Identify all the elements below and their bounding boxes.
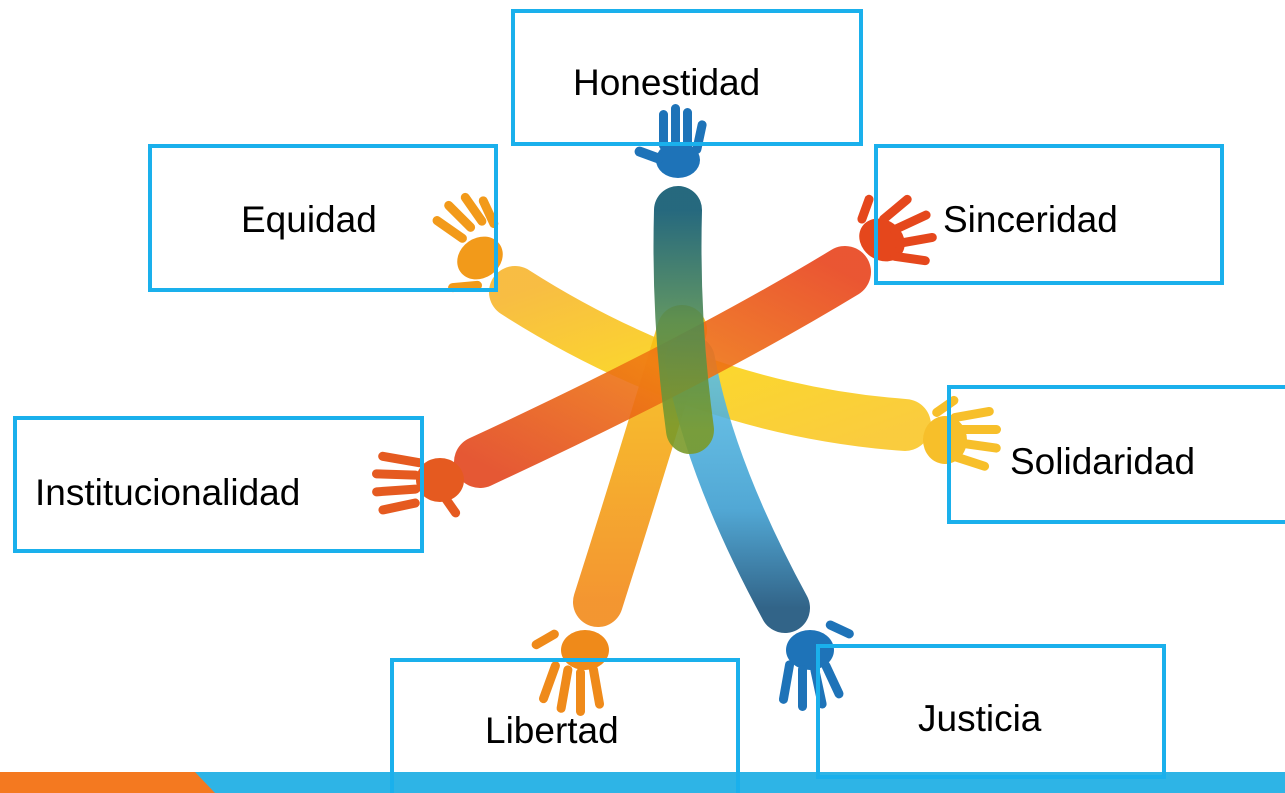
arm-teal <box>653 186 714 454</box>
hand-blue-justicia <box>778 620 854 711</box>
footer-orange-stripe <box>0 772 215 793</box>
label-equidad: Equidad <box>241 199 377 240</box>
label-justicia: Justicia <box>918 698 1042 739</box>
hand-yellow-solidaridad <box>923 395 1001 471</box>
label-solidaridad: Solidaridad <box>1010 441 1196 482</box>
box-equidad <box>148 144 498 292</box>
label-libertad: Libertad <box>485 710 619 751</box>
label-honestidad: Honestidad <box>573 62 761 103</box>
box-honestidad <box>511 9 863 146</box>
box-sinceridad <box>874 144 1224 285</box>
box-solidaridad <box>947 385 1285 524</box>
box-libertad <box>390 658 740 793</box>
hand-red-institucionalidad <box>371 451 464 518</box>
hand-red-sinceridad <box>857 194 937 266</box>
label-sinceridad: Sinceridad <box>943 199 1118 240</box>
hand-orange-equidad <box>432 192 503 293</box>
box-institucionalidad <box>13 416 424 553</box>
hand-blue-top <box>634 104 707 178</box>
label-institucionalidad: Institucionalidad <box>35 472 301 513</box>
box-justicia <box>816 644 1166 779</box>
